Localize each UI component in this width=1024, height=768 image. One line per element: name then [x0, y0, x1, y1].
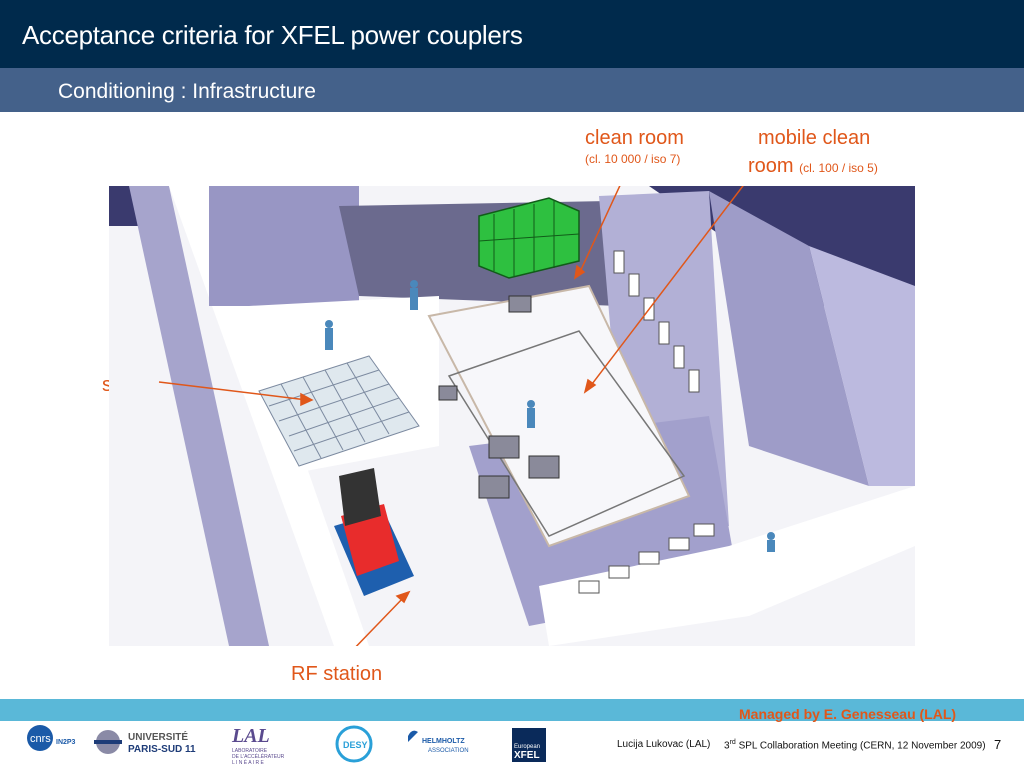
svg-text:HELMHOLTZ: HELMHOLTZ [422, 738, 465, 745]
svg-text:LAL: LAL [231, 725, 270, 747]
page-number: 7 [994, 737, 1002, 752]
managed-by: Managed by E. Genesseau (LAL) [739, 706, 957, 722]
back-wall-left [209, 186, 359, 306]
footer-band [0, 699, 1024, 721]
clean-room-text: clean room [585, 127, 684, 149]
mobile-clean-room-label-2: room (cl. 100 / iso 5) [748, 155, 878, 178]
mobile-room-text: room [748, 155, 794, 177]
svg-text:cnrs: cnrs [30, 733, 51, 745]
meeting-ordinal-sup: rd [729, 739, 736, 746]
rf-station-label: RF station [291, 663, 382, 686]
paris-sud-logo: UNIVERSITÉ PARIS-SUD 11 [94, 730, 196, 755]
right-wall-outer [709, 191, 869, 486]
mobile-clean-text: mobile clean [758, 127, 871, 149]
people [325, 280, 775, 552]
svg-text:European: European [514, 744, 540, 750]
front-walkway [539, 486, 915, 646]
pointer-lines [158, 186, 744, 646]
svg-text:PARIS-SUD 11: PARIS-SUD 11 [128, 744, 196, 755]
stock-grid [258, 355, 420, 467]
svg-text:ASSOCIATION: ASSOCIATION [428, 748, 469, 754]
svg-text:DESY: DESY [343, 740, 368, 750]
coupler-equipment [438, 295, 560, 499]
meeting-ordinal: 3 [724, 740, 730, 752]
desy-logo: DESY [335, 725, 373, 763]
slide-title: Acceptance criteria for XFEL power coupl… [22, 20, 523, 50]
meeting-text: SPL Collaboration Meeting (CERN, 12 Nove… [735, 740, 986, 752]
svg-text:DE L'ACCÉLÉRATEUR: DE L'ACCÉLÉRATEUR [232, 753, 285, 760]
mobile-clean-spec-text: (cl. 100 / iso 5) [799, 161, 878, 175]
svg-text:IN2P3: IN2P3 [56, 739, 76, 746]
clean-room-spec: (cl. 10 000 / iso 7) [585, 152, 680, 166]
clean-room-floor [427, 284, 691, 548]
meeting-credit: 3rd SPL Collaboration Meeting (CERN, 12 … [724, 739, 986, 751]
clean-room-spec-text: (cl. 10 000 / iso 7) [585, 152, 681, 166]
xfel-logo: European XFEL [512, 728, 546, 762]
lal-logo: LAL LABORATOIRE DE L'ACCÉLÉRATEUR L I N … [231, 725, 285, 766]
mobile-clean-room-label: mobile clean [758, 127, 870, 150]
clean-room-label: clean room [585, 127, 684, 150]
slide-subtitle: Conditioning : Infrastructure [58, 80, 316, 103]
facility-3d-view [109, 186, 915, 646]
right-room [809, 246, 915, 486]
mobile-clean-room-frame [447, 330, 686, 537]
helmholtz-logo: HELMHOLTZ ASSOCIATION [408, 730, 469, 754]
subtitle-bar: Conditioning : Infrastructure [0, 68, 1024, 112]
svg-text:LABORATOIRE: LABORATOIRE [232, 748, 268, 754]
cnrs-logo: cnrs IN2P3 [20, 722, 82, 768]
svg-text:L I N É A I R E: L I N É A I R E [232, 759, 264, 766]
stock-boxes [478, 197, 580, 279]
left-wall [129, 186, 269, 646]
author-credit: Lucija Lukovac (LAL) [617, 739, 711, 750]
title-bar: Acceptance criteria for XFEL power coupl… [0, 0, 1024, 68]
svg-text:XFEL: XFEL [514, 750, 540, 761]
logo-strip: cnrs IN2P3 UNIVERSITÉ PARIS-SUD 11 LAL L… [20, 722, 546, 768]
svg-text:UNIVERSITÉ: UNIVERSITÉ [128, 730, 188, 743]
rf-station-text: RF station [291, 663, 383, 685]
rf-station [334, 468, 414, 596]
